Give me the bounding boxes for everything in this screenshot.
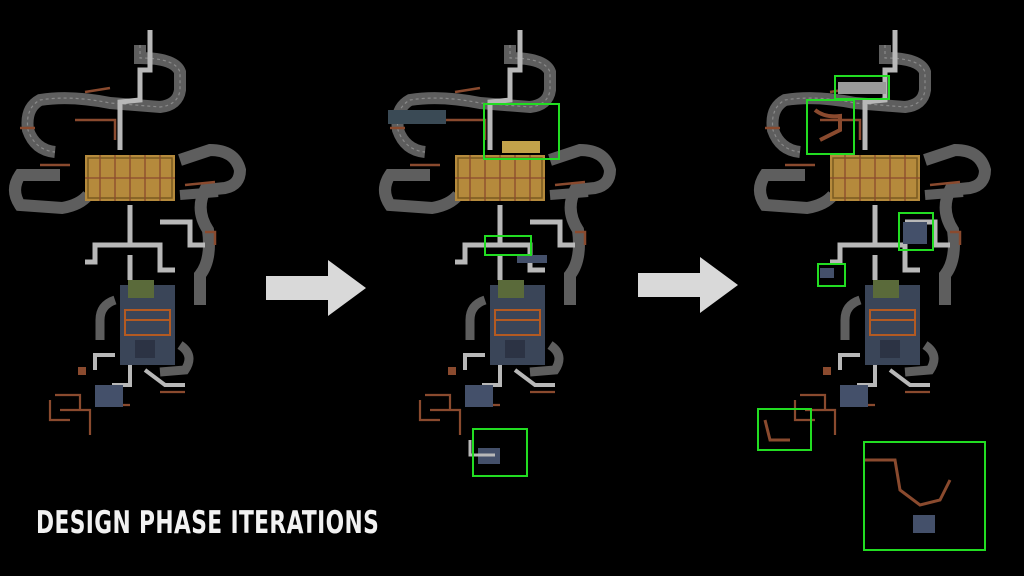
highlight-box bbox=[817, 263, 846, 287]
highlight-box bbox=[472, 428, 528, 477]
right-arrow-icon bbox=[266, 260, 366, 316]
highlight-box bbox=[806, 99, 855, 155]
highlight-box bbox=[484, 235, 532, 256]
right-arrow-icon bbox=[638, 257, 738, 313]
highlight-box bbox=[898, 212, 934, 251]
highlight-box bbox=[483, 103, 560, 160]
iteration-3-map bbox=[760, 30, 985, 533]
iteration-2-map bbox=[385, 30, 610, 464]
slide-caption: DESIGN PHASE ITERATIONS bbox=[36, 505, 380, 541]
highlight-box bbox=[757, 408, 812, 451]
highlight-box bbox=[863, 441, 986, 551]
iteration-1-map bbox=[15, 30, 240, 435]
highlight-box bbox=[834, 75, 890, 100]
